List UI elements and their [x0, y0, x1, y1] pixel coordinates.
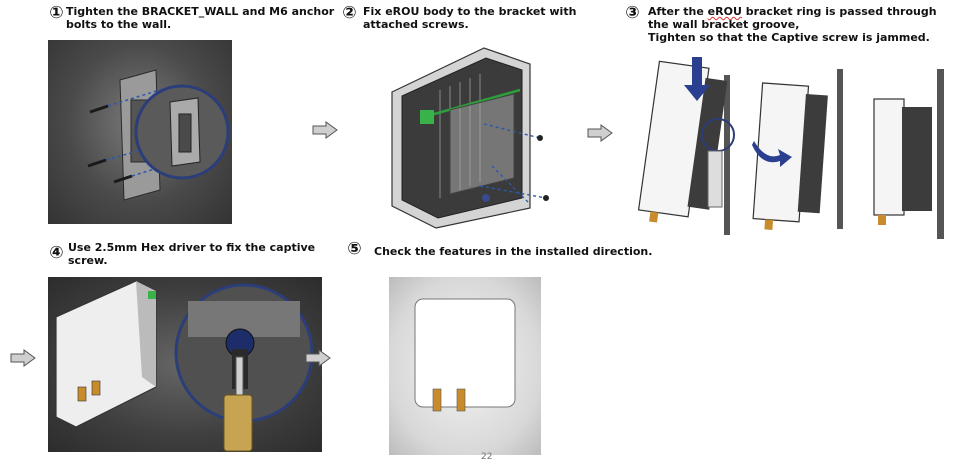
step-4-text-line2: screw. — [68, 254, 108, 267]
step-5-image — [389, 277, 541, 455]
right-arrow-icon — [10, 349, 36, 367]
step-2-number: ② — [342, 3, 357, 23]
step-3-text-line1-pre: After the — [648, 5, 708, 18]
step-4-image — [48, 277, 322, 452]
page-number: 22 — [481, 452, 493, 462]
step-3-text-highlight: eROU — [707, 5, 742, 18]
right-arrow-icon — [587, 124, 613, 142]
step-1-number: ① — [49, 3, 64, 23]
step-3-text-line3: Tighten so that the Captive screw is jam… — [648, 31, 930, 44]
step-3-text-line1-post: bracket ring is passed through — [741, 5, 937, 18]
step-3-number: ③ — [625, 3, 640, 23]
step-3-text-line1: After the eROU bracket ring is passed th… — [648, 5, 937, 18]
step-1-image — [48, 40, 232, 224]
step-3-text-line2: the wall bracket groove, — [648, 18, 800, 31]
step-1-text-line2: bolts to the wall. — [66, 18, 172, 31]
step-2-image — [380, 38, 558, 230]
step-4-text-line1: Use 2.5mm Hex driver to fix the captive — [68, 241, 316, 254]
step-5-text-line1: Check the features in the installed dire… — [374, 245, 653, 258]
right-arrow-icon — [305, 349, 331, 367]
step-5-number: ⑤ — [347, 239, 362, 259]
step-3-image — [630, 55, 946, 240]
step-1-text-line1: Tighten the BRACKET_WALL and M6 anchor — [66, 5, 335, 18]
right-arrow-icon — [312, 121, 338, 139]
step-4-number: ④ — [49, 243, 64, 263]
step-2-text-line1: Fix eROU body to the bracket with — [363, 5, 577, 18]
step-2-text-line2: attached screws. — [363, 18, 469, 31]
